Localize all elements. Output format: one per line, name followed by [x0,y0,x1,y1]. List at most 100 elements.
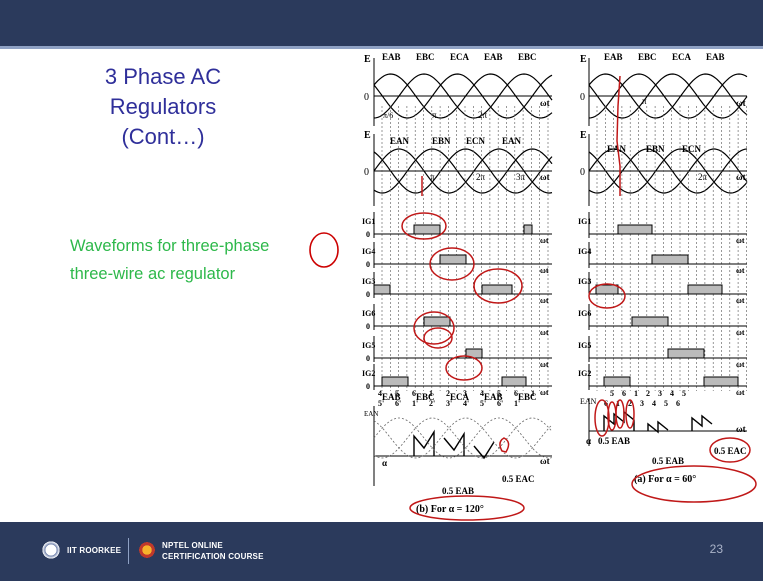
seq-top-left: 6 [514,389,518,398]
current-label-left: IG3 [362,277,375,286]
line-voltage-curve-r0 [588,73,748,119]
phase-voltage-curve-l1 [373,148,553,194]
title-line-2: (Cont…) [121,124,205,149]
footer-divider [128,538,129,564]
two-pi-label-2: 2π [476,172,486,182]
seq-top-left: 2 [446,389,450,398]
seq-bot-left: 1' [412,399,418,408]
seq-top-right: 5 [682,389,686,398]
wt-label-2: ωt [540,172,550,182]
current-label-right: IG2 [578,369,591,378]
line-v-label-3: ECA [450,52,470,62]
seq-top-left: 3 [463,389,467,398]
bottom-dotted-curve-2 [373,417,553,459]
phase-v-label-1: EAN [390,136,410,146]
wt-current-right: ωt [736,388,745,397]
slide-header-bar [0,0,763,49]
seq-bot-left: 6' [497,399,503,408]
wt-current-right: ωt [736,360,745,369]
line-v-label-5: EBC [518,52,537,62]
wt-current-right: ωt [736,328,745,337]
current-label-right: IG5 [578,341,591,350]
zero-label-r1: 0 [580,92,585,103]
phase-v-label-3: ECN [466,136,486,146]
current-pulse-right [617,224,653,235]
wt-label-bl: ωt [540,456,550,466]
current-pulse-right [687,284,723,295]
pi-label-r1: π [642,96,647,106]
e-axis-label-r1: E [580,54,587,65]
current-pulse-left [523,224,533,235]
phase-voltage-curve-l2 [373,148,553,194]
bottom-l-label-3: ECA [450,392,470,402]
phase-v-label-r2: EBN [646,144,665,154]
line-voltage-curve-l1 [373,73,553,119]
seq-top-right: 3 [658,389,662,398]
current-label-right: IG4 [578,247,591,256]
zero-current-left: 0 [366,260,370,269]
current-label-right: IG6 [578,309,591,318]
waveform-figure: E 0 π/6 π 2π ωt EAB EBC ECA EAB EBC E 0 … [362,52,757,521]
seq-top-right: 2 [646,389,650,398]
line-v-label-r3: ECA [672,52,692,62]
seq-top-left: 1 [429,389,433,398]
bottom-l-label-4: EAB [484,392,503,402]
seq-bot-left: 4' [463,399,469,408]
phase-voltage-curve-r2 [588,148,748,194]
bottom-l-label-2: EBC [416,392,435,402]
current-label-right: IG3 [578,277,591,286]
caption-right: (a) For α = 60° [634,474,696,485]
iit-roorkee-logo [40,539,62,561]
line-v-label-4: EAB [484,52,503,62]
course-line-2: CERTIFICATION COURSE [162,552,264,561]
subtitle-line-2: three-wire ac regulator [70,265,236,283]
seq-top-left: 4 [480,389,484,398]
current-pulse-right [631,316,669,327]
phase-v-label-2: EBN [432,136,451,146]
line-voltage-curve-r2 [588,73,748,119]
half-eab-right-1: 0.5 EAB [598,436,630,446]
phase-voltage-curve-r1 [588,148,748,194]
bottom-l-label-1: EAB [382,392,401,402]
seq-bot-left: 6' [395,399,401,408]
zero-current-left: 0 [366,230,370,239]
current-pulse-left [423,316,451,327]
current-pulse-left [413,224,441,235]
nptel-logo [136,539,158,561]
current-label-left: IG5 [362,341,375,350]
wt-current-left: ωt [540,236,549,245]
wt-label-1: ωt [540,98,550,108]
seq-top-right: 4 [670,389,674,398]
wt-label-r1: ωt [736,98,746,108]
line-v-label-2: EBC [416,52,435,62]
line-voltage-curve-l0 [373,73,553,119]
annotation-circle-left [309,232,339,268]
two-pi-label-r: 2π [698,172,708,182]
e-axis-label-1: E [364,54,371,65]
seq-bot-left: 5' [378,399,384,408]
e-axis-label-2: E [364,130,371,141]
caption-left: (b) For α = 120° [416,504,484,515]
wt-current-right: ωt [736,266,745,275]
current-label-right: IG1 [578,217,591,226]
phase-v-label-4: EAN [502,136,522,146]
half-eab-left: 0.5 EAB [442,486,474,496]
pi-label-2: π [430,172,435,182]
current-pulse-right [667,348,705,359]
seq-bot-right: 6 [676,399,680,408]
wt-current-left: ωt [540,360,549,369]
seq-top-right: 1 [634,389,638,398]
line-voltage-curve-l2 [373,73,553,119]
pi6-label: π/6 [383,111,393,120]
three-pi-label: 3π [516,172,526,182]
current-pulse-right [651,254,689,265]
current-pulse-left [373,284,391,295]
line-voltage-curve-r1 [588,73,748,119]
zero-current-left: 0 [366,354,370,363]
slide-footer: IIT ROORKEE NPTEL ONLINE CERTIFICATION C… [0,522,763,581]
course-line-1: NPTEL ONLINE [162,541,223,550]
wt-current-right: ωt [736,236,745,245]
zero-current-left: 0 [366,290,370,299]
seq-top-right: 6 [622,389,626,398]
